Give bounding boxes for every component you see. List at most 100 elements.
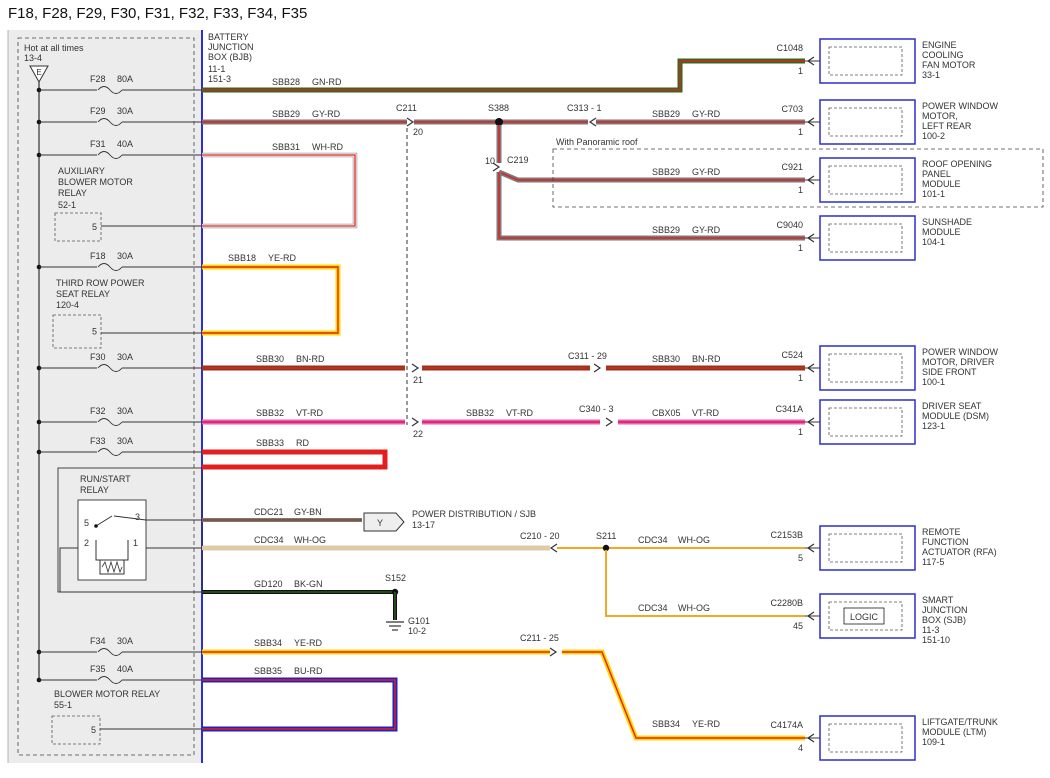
relay-pin2: 2 (84, 538, 89, 548)
module-name-line: MODULE (LTM) (922, 727, 986, 737)
wire-cbx05-color: VT-RD (692, 408, 720, 418)
third-row-relay-ref: 120-4 (56, 300, 79, 310)
wire-sbb32-circuit: SBB32 (256, 408, 284, 418)
module-connector-arrow (806, 543, 815, 553)
module-name-line: MOTOR, DRIVER (922, 357, 995, 367)
module-name-line: MOTOR, (922, 111, 958, 121)
module-ref: 11-3 (922, 625, 939, 635)
fuse-symbol (97, 364, 123, 372)
module-box (819, 157, 916, 203)
run-start-relay-label2: RELAY (80, 485, 109, 495)
wire-sbb33-stripe (202, 451, 386, 468)
run-start-relay-label1: RUN/START (80, 474, 131, 484)
module-name-line: BOX (SJB) (922, 615, 966, 625)
fuse-symbol (97, 263, 123, 271)
module-connector-arrow (806, 56, 815, 66)
wire-sbb31-outline (202, 152, 358, 229)
c211-pin20: 20 (413, 127, 423, 137)
wire-c2280b-color: WH-OG (678, 603, 710, 613)
module-box (819, 38, 916, 84)
module-connector-id: C2280B (770, 598, 803, 608)
c311-arrow (593, 363, 602, 373)
module-name-line: REMOTE (922, 527, 961, 537)
relay-pin5: 5 (84, 518, 89, 528)
wire-sbb35-color: BU-RD (294, 666, 323, 676)
c311-label: C311 - 29 (568, 351, 607, 361)
fuse-rating: 30A (117, 406, 133, 416)
third-row-relay-label1: THIRD ROW POWER (56, 278, 145, 288)
wire-sbb35 (202, 677, 398, 732)
module-inner-dashed (828, 533, 903, 563)
module-connector-id: C1048 (776, 43, 803, 53)
module-connector-arrow (806, 733, 815, 743)
bjb-ref1: 11-1 (208, 64, 225, 74)
bjb-dashed-outline (17, 37, 195, 756)
wire-c9040-color: GY-RD (692, 225, 721, 235)
module-ref: 100-2 (922, 131, 945, 141)
wire-cdc21-circuit: CDC21 (254, 507, 284, 517)
c211-pin22: 22 (413, 429, 423, 439)
wire-sbb31-stripe (202, 154, 356, 227)
module-name-line: DRIVER SEAT (922, 401, 982, 411)
module-name-line: FUNCTION (922, 537, 969, 547)
module-connector-id: C9040 (776, 220, 803, 230)
wire-c524-color: BN-RD (692, 354, 721, 364)
wire-c2280b-circuit: CDC34 (638, 603, 668, 613)
blower-relay-ref: 55-1 (54, 700, 72, 710)
module-connector-id: C921 (781, 162, 803, 172)
c211-arrow (406, 117, 415, 127)
fuse-rating: 30A (117, 636, 133, 646)
module-pin-number: 1 (798, 427, 803, 437)
module-name-line: PANEL (922, 169, 951, 179)
module-connector-arrow (806, 363, 815, 373)
third-row-relay-label2: SEAT RELAY (56, 289, 110, 299)
aux-blower-relay-box-pin: 5 (92, 222, 97, 232)
fuse-id: F30 (90, 352, 106, 362)
relay-switch-pivot (94, 524, 98, 528)
fuse-symbol (97, 118, 123, 126)
panoramic-roof-label: With Panoramic roof (556, 137, 638, 147)
third-row-relay-box (52, 314, 102, 349)
fuse-id: F29 (90, 106, 106, 116)
module-connector-id: C703 (781, 104, 803, 114)
module-ref: 117-5 (922, 557, 944, 567)
wire-c921-circuit: SBB29 (652, 167, 680, 177)
power-distribution-connector (363, 512, 405, 532)
fuse-rating: 40A (117, 664, 133, 674)
blower-relay-box (51, 715, 101, 745)
run-start-relay-body (77, 499, 147, 581)
aux-blower-relay-label3: RELAY (58, 188, 87, 198)
fuse-id: F32 (90, 406, 106, 416)
wire-cdc34-color: WH-OG (294, 535, 326, 545)
module-name-line: LEFT REAR (922, 121, 972, 131)
module-pin-number: 1 (798, 185, 803, 195)
wire-sbb33-color: RD (296, 438, 309, 448)
hot-feed-symbol: E (36, 68, 41, 77)
logic-block (843, 607, 885, 625)
module-inner-dashed (828, 723, 903, 753)
wire-sbb32-color: VT-RD (296, 408, 324, 418)
wire-c2153b-circuit: CDC34 (638, 535, 668, 545)
c211-pin21: 21 (413, 375, 423, 385)
c211-label: C211 (396, 103, 417, 113)
module-name-line: MODULE (922, 227, 961, 237)
wire-sbb34-circuit: SBB34 (254, 638, 282, 648)
relay-pin3: 3 (135, 512, 140, 522)
module-name-line: SUNSHADE (922, 217, 972, 227)
module-name-line: POWER WINDOW (922, 347, 998, 357)
relay-pin1: 1 (133, 538, 138, 548)
module-connector-id: C524 (781, 350, 803, 360)
power-distribution-ref: 13-17 (412, 520, 435, 530)
fuse-id: F35 (90, 664, 106, 674)
bjb-panel (8, 30, 202, 763)
c211-25-arrow (549, 647, 558, 657)
s152-label: S152 (385, 573, 406, 583)
fuse-rating: 80A (117, 74, 133, 84)
wire-c524-circuit: SBB30 (652, 354, 680, 364)
module-pin-number: 1 (798, 66, 803, 76)
fuse-symbol (97, 648, 123, 656)
module-inner-dashed (828, 46, 903, 76)
fuse-symbol (97, 448, 123, 456)
fuse-id: F34 (90, 636, 106, 646)
